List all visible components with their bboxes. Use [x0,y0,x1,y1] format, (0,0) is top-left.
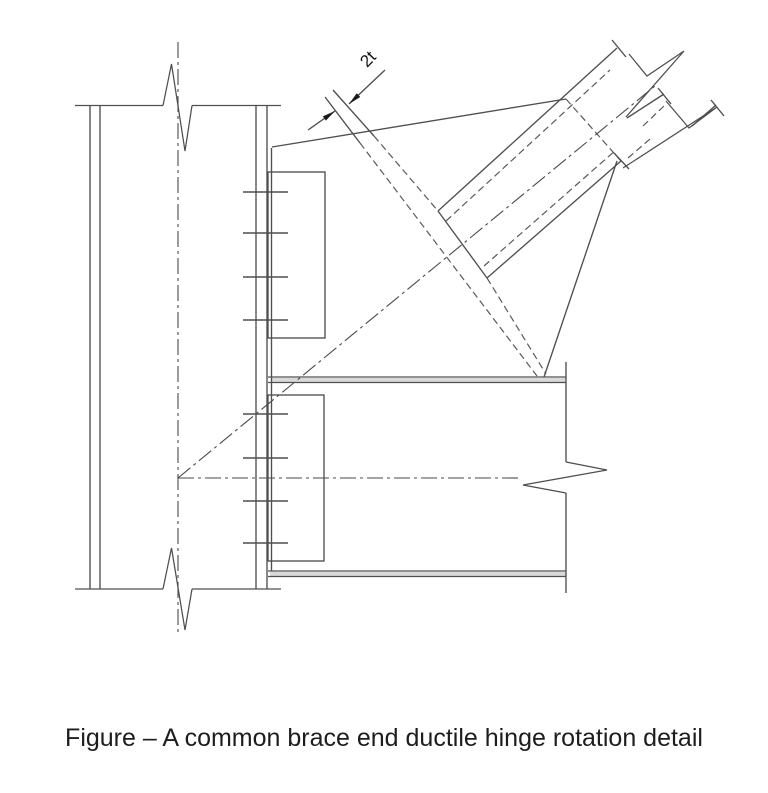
hidden-line [373,135,439,212]
dimension-text-group: 2t [356,47,380,71]
hidden-line [359,142,538,377]
break-symbol [162,63,193,152]
hidden-line [445,69,611,222]
weld-ticks-layer [243,191,288,544]
object-line [437,47,618,212]
beam-flange-band [271,378,566,382]
object-line [613,152,630,170]
beam-flange-band [270,572,566,576]
centerline [177,85,656,479]
break-symbol [622,100,718,169]
dimension-arrows [322,93,361,121]
object-line [271,98,567,148]
beam-flange-fills [270,378,566,576]
object-line [486,160,622,279]
object-line [332,89,375,137]
object-line [437,210,488,279]
connection-plates-layer [267,171,326,562]
dimension-arrowhead [349,93,361,104]
object-line [657,87,672,105]
connection-plate [267,171,326,339]
hidden-line [486,277,547,375]
hidden-line [627,138,651,159]
connection-plate [267,394,325,562]
break-symbol [162,547,193,631]
object-line [710,99,725,117]
hidden-lines-layer [359,69,665,377]
object-line [543,160,618,378]
break-symbol [625,50,685,118]
object-line [324,96,361,144]
hidden-line [565,98,622,162]
object-lines-layer [75,39,725,593]
hidden-line [642,105,665,127]
object-line [626,93,665,119]
figure-caption: Figure – A common brace end ductile hing… [65,724,703,752]
dimension-arrowhead [322,111,335,121]
break-symbol [522,461,608,494]
hidden-line [483,149,617,267]
object-line [611,39,627,58]
break-symbols-layer [162,50,718,631]
dimension-label-2t: 2t [356,47,380,71]
centerlines-layer [177,42,656,633]
